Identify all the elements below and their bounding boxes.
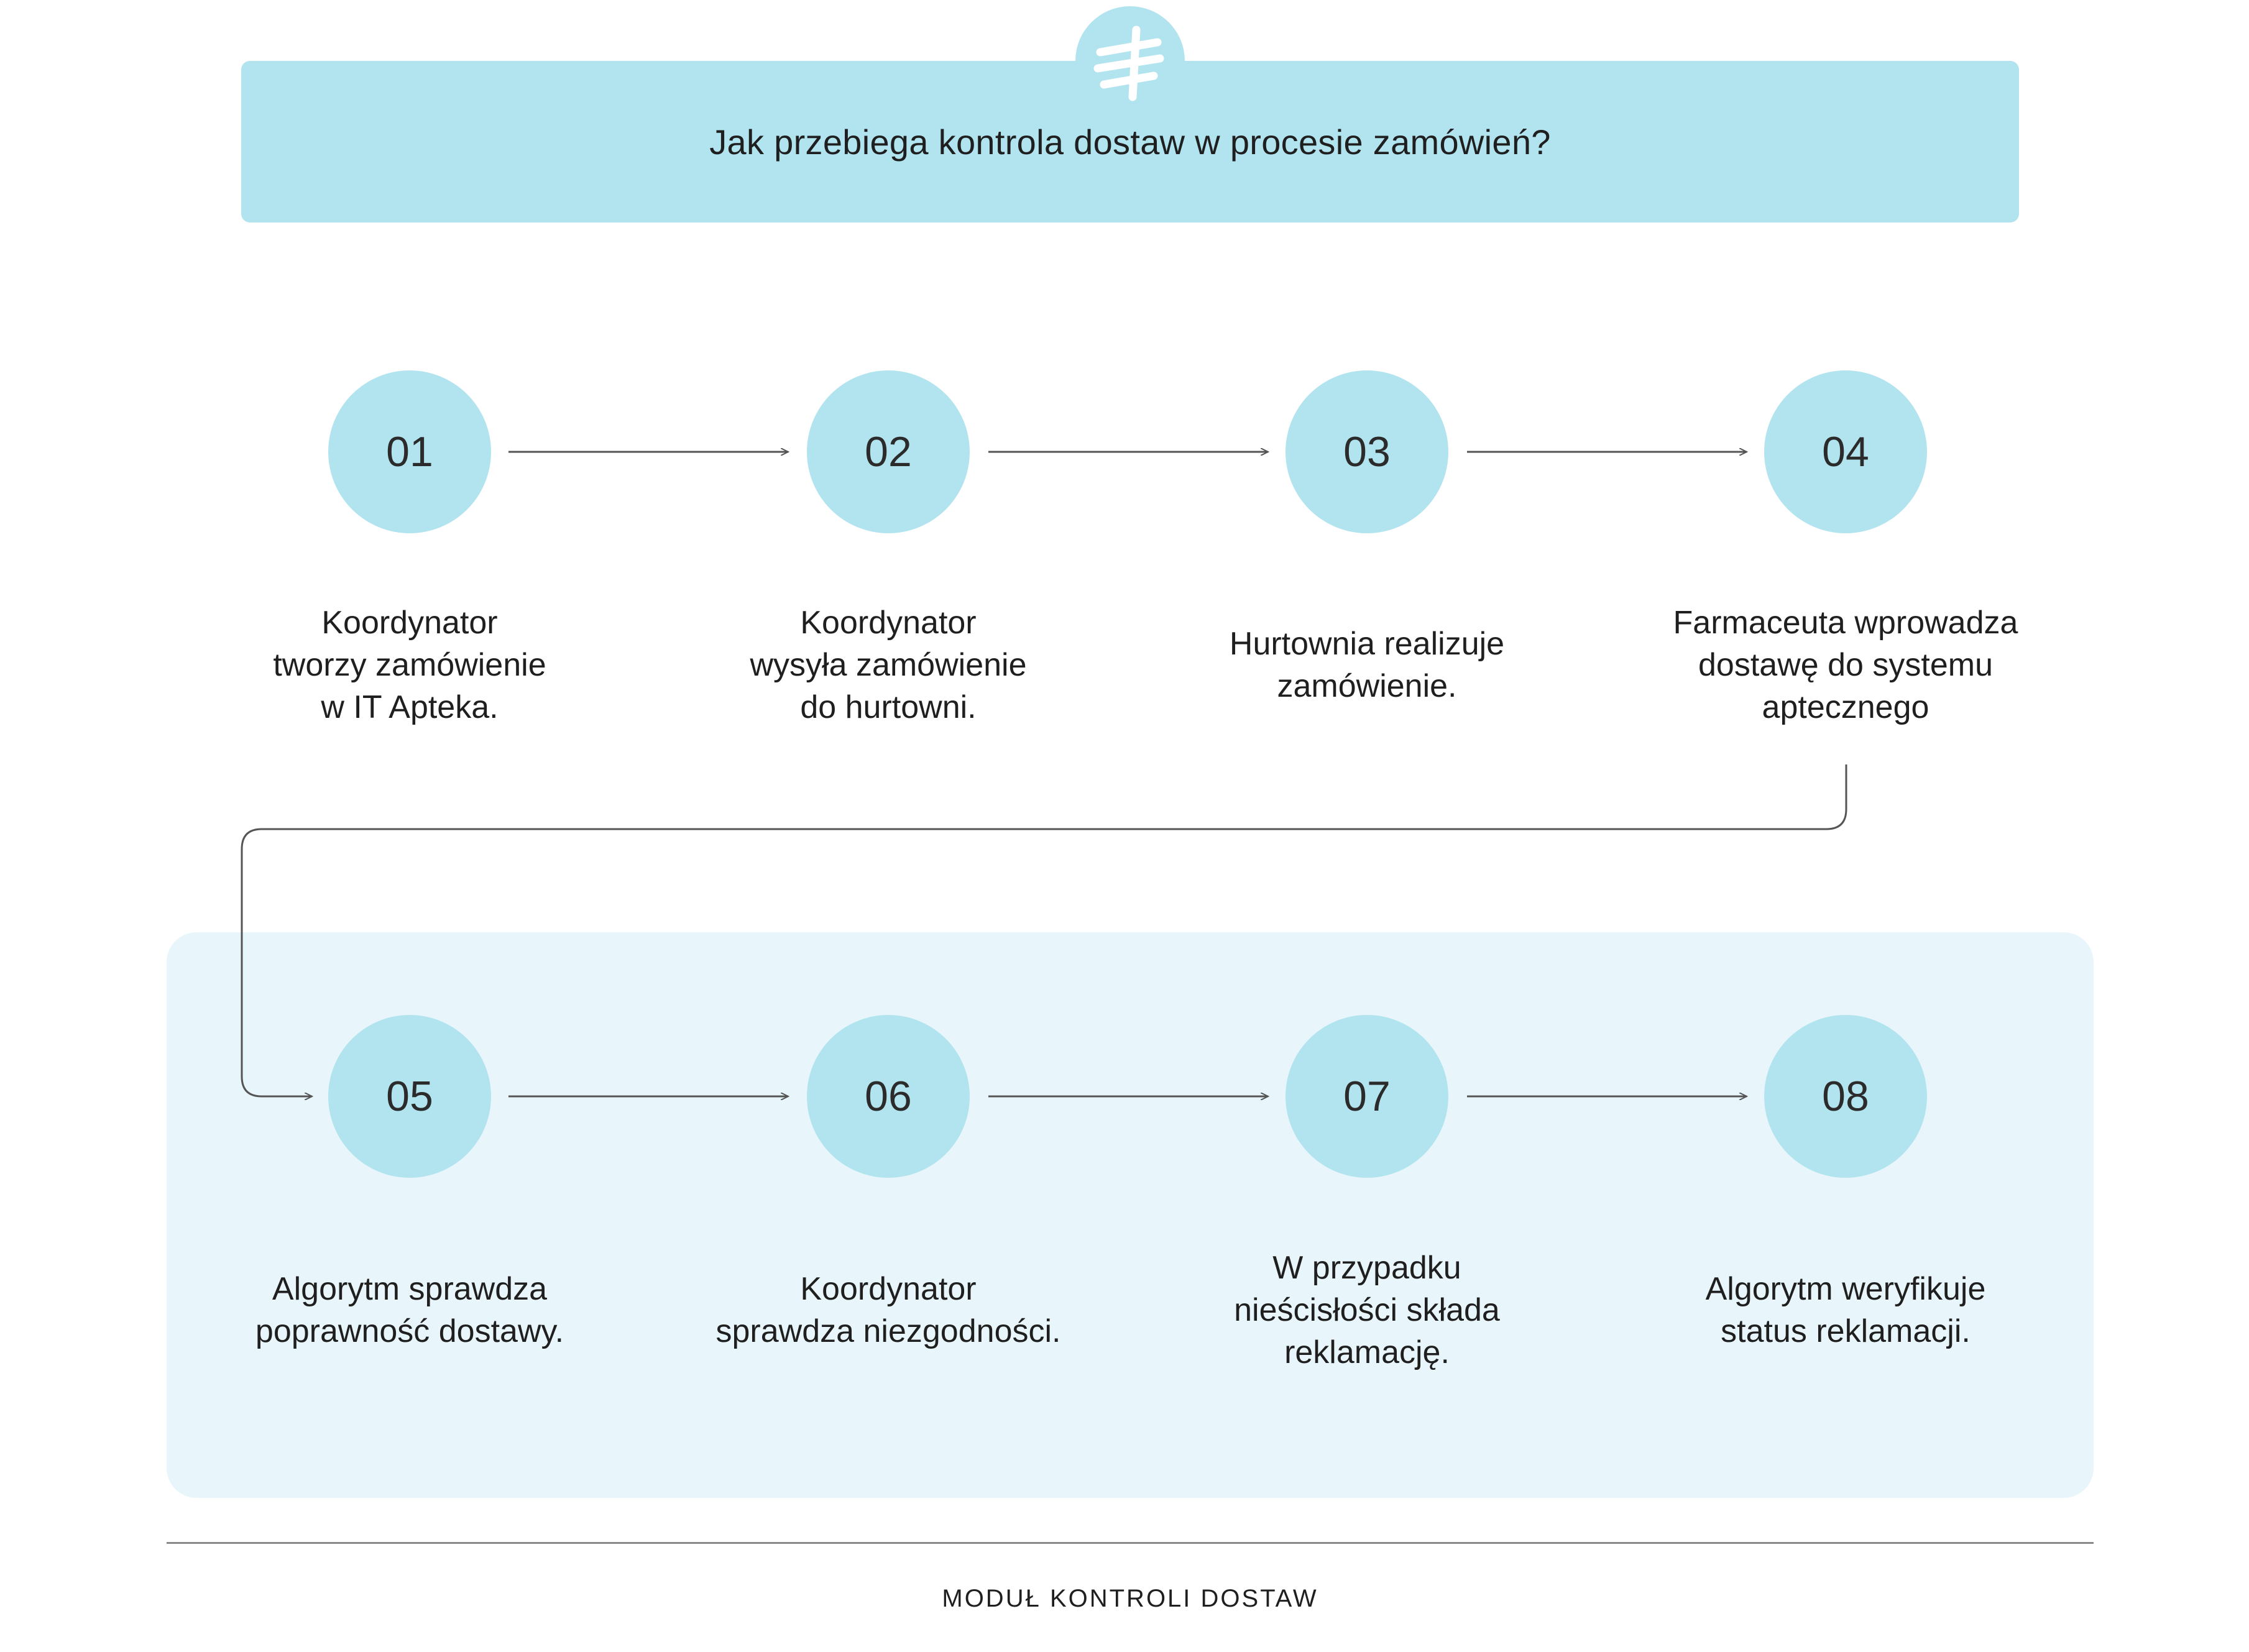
step-02-label: Koordynator wysyła zamówienie do hurtown… <box>750 605 1027 725</box>
footer-divider <box>167 1542 2094 1544</box>
arrow-04-05 <box>241 764 1847 1096</box>
step-08-circle: 08 <box>1764 1015 1927 1178</box>
step-02-circle: 02 <box>807 370 970 533</box>
detection-panel <box>167 932 2094 1498</box>
step-03-circle: 03 <box>1285 370 1448 533</box>
page-title: Jak przebiega kontrola dostaw w procesie… <box>709 122 1551 162</box>
step-07-label: W przypadku nieścisłości składa reklamac… <box>1234 1250 1500 1370</box>
step-04-label: Farmaceuta wprowadza dostawę do systemu … <box>1673 605 2018 725</box>
step-05-label: Algorytm sprawdza poprawność dostawy. <box>255 1271 564 1349</box>
step-03-label: Hurtownia realizuje zamówienie. <box>1229 626 1505 704</box>
step-05-circle: 05 <box>328 1015 491 1178</box>
step-08-label: Algorytm weryfikuje status reklamacji. <box>1705 1271 1986 1349</box>
step-06-circle: 06 <box>807 1015 970 1178</box>
footer-caption: MODUŁ KONTROLI DOSTAW <box>942 1585 1318 1612</box>
step-01-label: Koordynator tworzy zamówienie w IT Aptek… <box>273 605 546 725</box>
step-07-circle: 07 <box>1285 1015 1448 1178</box>
step-04-circle: 04 <box>1764 370 1927 533</box>
step-01-circle: 01 <box>328 370 491 533</box>
step-06-label: Koordynator sprawdza niezgodności. <box>715 1271 1061 1349</box>
brand-logo-icon <box>1075 6 1185 116</box>
